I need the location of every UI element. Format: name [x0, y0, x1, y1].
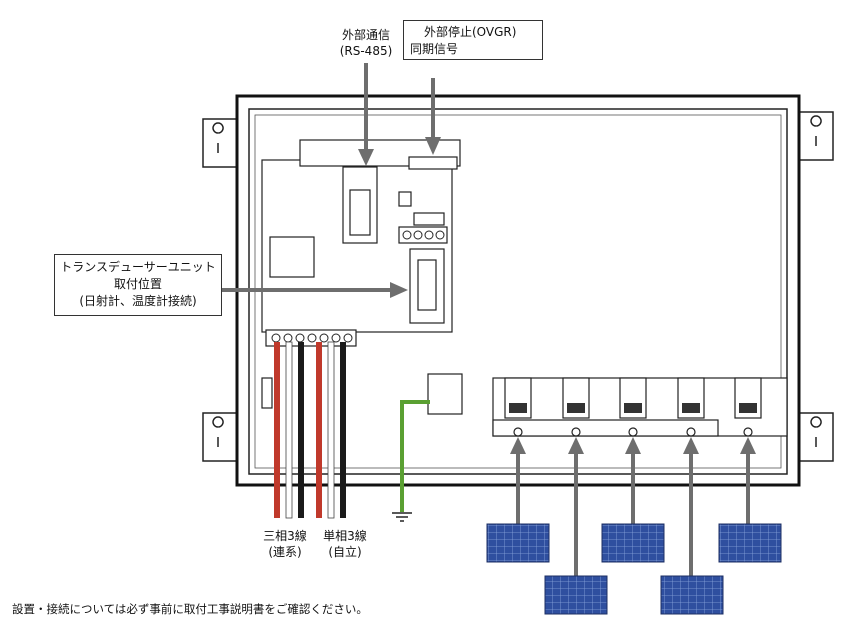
ground-wire — [400, 400, 430, 512]
wire-red-2 — [316, 342, 322, 518]
label-three-phase-line2: (連系) — [268, 545, 302, 559]
wire-red-1 — [274, 342, 280, 518]
pv-leads — [516, 452, 750, 578]
transducer-slot-inner — [417, 259, 437, 311]
pv-lead-arrowheads — [510, 437, 756, 454]
label-transducer-line3: (日射計、温度計接続) — [79, 294, 197, 308]
dc-switch-terminals — [509, 403, 757, 413]
label-transducer-line1: トランスデューサーユニット — [60, 260, 216, 274]
dc-duct — [492, 419, 719, 437]
bracket-top-left — [202, 118, 238, 168]
wire-white-1 — [285, 341, 293, 519]
solar-panel-2 — [544, 575, 608, 615]
solar-panel-4 — [660, 575, 724, 615]
terminal-row — [413, 212, 445, 226]
wire-black-1 — [298, 342, 304, 518]
solar-panels — [486, 523, 782, 615]
label-single-phase-line2: (自立) — [328, 545, 362, 559]
ac-terminal-screws — [271, 333, 353, 343]
label-transducer-line2: 取付位置 — [113, 277, 162, 291]
terminal-circles — [402, 230, 445, 240]
label-external-stop-line2: 同期信号 — [410, 42, 459, 56]
transformer — [269, 236, 315, 278]
solar-panel-3 — [601, 523, 665, 563]
ac-wires — [274, 341, 346, 519]
label-single-phase-line1: 単相3線 — [323, 529, 367, 543]
label-external-comm: 外部通信 (RS-485) — [326, 27, 406, 59]
label-external-comm-line2: (RS-485) — [339, 44, 393, 58]
ground-symbol — [392, 512, 412, 522]
wire-white-2 — [327, 341, 335, 519]
label-single-phase: 単相3線 (自立) — [314, 528, 376, 560]
ground-terminal — [427, 373, 463, 415]
rs485-slot — [349, 189, 371, 236]
label-external-stop: 外部停止(OVGR) 同期信号 — [403, 20, 543, 60]
ovgr-terminal-block — [408, 156, 458, 170]
label-three-phase-line1: 三相3線 — [263, 529, 307, 543]
side-part — [261, 377, 273, 409]
label-transducer: トランスデューサーユニット 取付位置 (日射計、温度計接続) — [54, 254, 222, 316]
wire-black-2 — [340, 342, 346, 518]
solar-panel-1 — [486, 523, 550, 563]
dc-glands — [513, 427, 753, 437]
label-three-phase: 三相3線 (連系) — [254, 528, 316, 560]
terminal-circles-block — [398, 226, 448, 244]
bracket-bottom-left — [202, 412, 238, 462]
callout-arrows — [221, 63, 435, 292]
installation-note: 設置・接続については必ず事前に取付工事説明書をご確認ください。 — [12, 602, 368, 616]
label-external-stop-line1: 外部停止(OVGR) — [424, 25, 517, 39]
label-external-comm-line1: 外部通信 — [341, 28, 390, 42]
bracket-holes — [212, 115, 822, 447]
solar-panel-5 — [718, 523, 782, 563]
small-module — [398, 191, 412, 207]
callout-arrowheads — [358, 137, 441, 298]
